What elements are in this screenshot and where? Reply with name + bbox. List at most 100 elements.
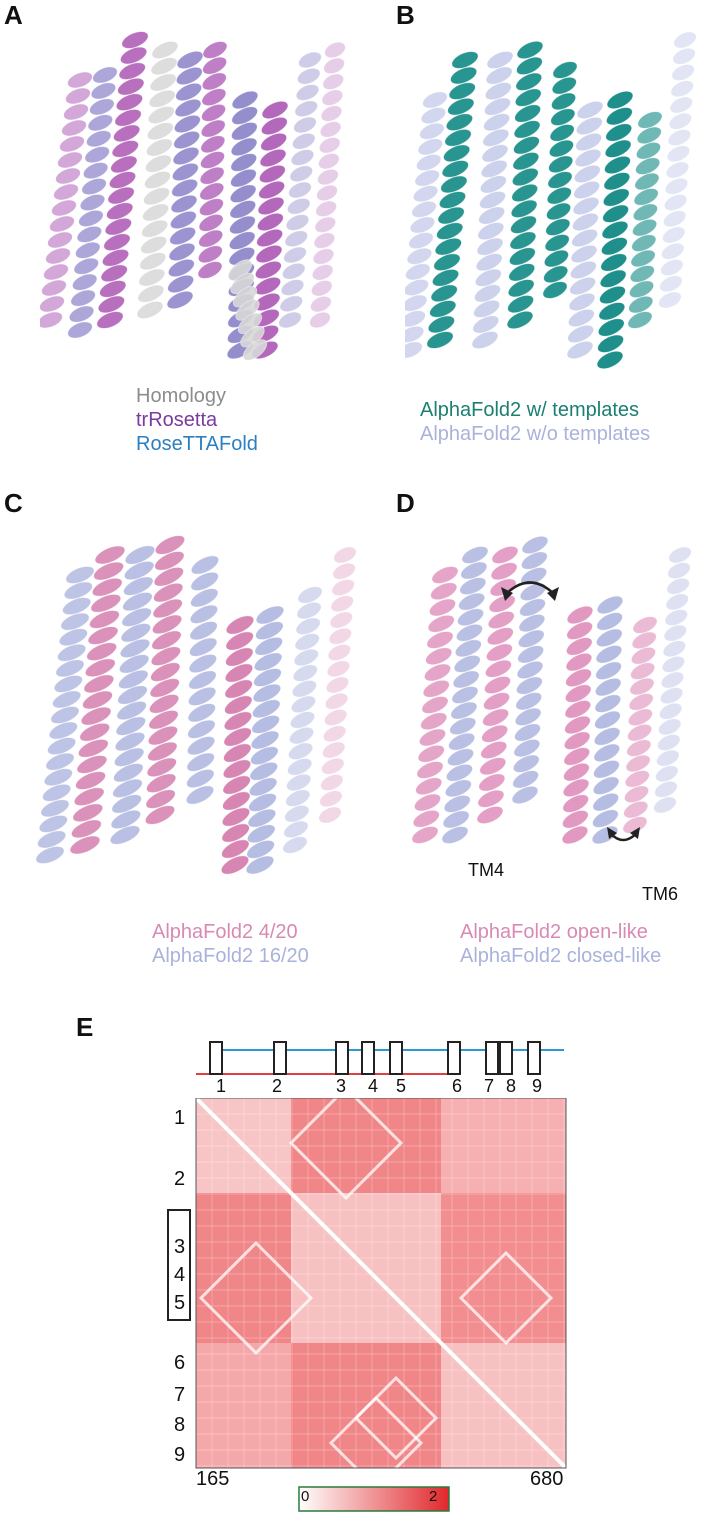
structure-panel-a bbox=[40, 31, 346, 361]
tm-top-5: 5 bbox=[396, 1076, 407, 1096]
tm-top-1: 1 bbox=[216, 1076, 227, 1096]
topology-tm-box-5 bbox=[389, 1041, 403, 1075]
heatmap-block-6 bbox=[441, 1193, 566, 1343]
tm-left-3: 3 bbox=[174, 1236, 186, 1258]
arrowhead-bottom-left bbox=[607, 827, 617, 839]
tm-left-8: 8 bbox=[174, 1414, 186, 1436]
struct-C-helix-1 bbox=[35, 566, 95, 864]
panel-letter-b: B bbox=[396, 0, 415, 30]
struct-A-helix-9 bbox=[227, 259, 268, 361]
topology-tm-box-3 bbox=[335, 1041, 349, 1075]
topology-tm-box-2 bbox=[273, 1041, 287, 1075]
struct-A-helix-6 bbox=[197, 41, 228, 279]
tm-left-6: 6 bbox=[174, 1352, 186, 1374]
struct-D-helix-7 bbox=[622, 616, 658, 834]
structure-panel-d bbox=[411, 535, 692, 845]
axis-end-label: 680 bbox=[530, 1468, 564, 1490]
legend-b-with-templates: AlphaFold2 w/ templates bbox=[420, 399, 640, 421]
struct-A-helix-4 bbox=[136, 40, 179, 320]
tm-left-4: 4 bbox=[174, 1264, 186, 1286]
panel-letter-a: A bbox=[4, 0, 23, 30]
struct-D-helix-8 bbox=[653, 546, 692, 814]
tm3-5-bracket bbox=[167, 1209, 191, 1321]
tm-top-9: 9 bbox=[532, 1076, 543, 1096]
label-tm4: TM4 bbox=[468, 860, 504, 880]
legend-a-homology: Homology bbox=[136, 385, 227, 407]
legend-b-without-templates: AlphaFold2 w/o templates bbox=[420, 423, 651, 445]
topology-tm-box-1 bbox=[209, 1041, 223, 1075]
heatmap-contact-pattern-3 bbox=[328, 1395, 424, 1470]
colorbar-gradient bbox=[298, 1486, 450, 1512]
tm-top-6: 6 bbox=[452, 1076, 463, 1096]
panel-letter-c: C bbox=[4, 488, 23, 518]
arrowhead-top-left bbox=[501, 587, 513, 601]
heatmap-block-8 bbox=[196, 1343, 291, 1468]
struct-D-helix-3 bbox=[476, 545, 519, 825]
tm-left-2: 2 bbox=[174, 1168, 186, 1190]
struct-D-helix-5 bbox=[561, 605, 594, 845]
tm-top-4: 4 bbox=[368, 1076, 379, 1096]
tm-left-5: 5 bbox=[174, 1292, 186, 1314]
struct-C-helix-6 bbox=[220, 615, 255, 875]
legend-a-rosettafold: RoseTTAFold bbox=[136, 433, 258, 455]
legend-d: AlphaFold2 open-like AlphaFold2 closed-l… bbox=[460, 920, 661, 968]
legend-a: Homology trRosetta RoseTTAFold bbox=[136, 384, 258, 456]
colorbar-min-label: 0 bbox=[301, 1488, 310, 1505]
struct-D-helix-4 bbox=[511, 535, 549, 805]
heatmap-contact-pattern-1 bbox=[288, 1098, 404, 1201]
panel-letter-d: D bbox=[396, 488, 415, 518]
struct-A-helix-5 bbox=[166, 50, 204, 310]
struct-D-helix-1 bbox=[411, 566, 459, 844]
struct-A-helix-1 bbox=[40, 71, 93, 329]
topology-tm-box-8 bbox=[499, 1041, 513, 1075]
tm-top-2: 2 bbox=[272, 1076, 283, 1096]
colorbar bbox=[298, 1486, 450, 1512]
topology-tm-box-7 bbox=[485, 1041, 499, 1075]
struct-C-helix-7 bbox=[245, 605, 285, 875]
struct-B-helix-4 bbox=[506, 40, 544, 330]
label-tm6: TM6 bbox=[642, 884, 678, 904]
distance-heatmap bbox=[167, 1098, 568, 1470]
struct-A-helix-3 bbox=[96, 31, 149, 329]
heatmap-contact-pattern-2 bbox=[198, 1240, 314, 1356]
struct-B-helix-7 bbox=[596, 90, 634, 370]
struct-B-helix-6 bbox=[566, 100, 604, 360]
struct-A-helix-10 bbox=[278, 51, 322, 329]
struct-C-helix-9 bbox=[318, 546, 357, 824]
tm-top-7: 7 bbox=[484, 1076, 495, 1096]
topology-diagram bbox=[196, 1041, 564, 1075]
heatmap-frame bbox=[195, 1098, 567, 1469]
topology-tm-box-9 bbox=[527, 1041, 541, 1075]
topology-tm-box-4 bbox=[361, 1041, 375, 1075]
struct-A-helix-2 bbox=[67, 66, 118, 339]
structure-panel-c bbox=[35, 535, 357, 875]
legend-c-16-of-20: AlphaFold2 16/20 bbox=[152, 945, 309, 967]
tm-top-3: 3 bbox=[336, 1076, 347, 1096]
heatmap-block-5 bbox=[196, 1193, 291, 1343]
struct-C-helix-5 bbox=[185, 555, 220, 805]
struct-D-helix-6 bbox=[591, 595, 624, 845]
axis-start-label: 165 bbox=[196, 1468, 230, 1490]
panel-letter-e: E bbox=[76, 1012, 94, 1042]
heatmap-block-7 bbox=[291, 1343, 441, 1468]
struct-B-helix-3 bbox=[471, 50, 514, 350]
tm-left-9: 9 bbox=[174, 1444, 186, 1466]
struct-C-helix-4 bbox=[144, 535, 186, 825]
legend-d-open-like: AlphaFold2 open-like bbox=[460, 921, 648, 943]
struct-B-helix-2 bbox=[426, 51, 479, 349]
struct-D-helix-2 bbox=[441, 546, 489, 844]
struct-C-helix-8 bbox=[282, 586, 323, 854]
struct-A-helix-11 bbox=[309, 41, 346, 329]
colorbar-max-label: 2 bbox=[429, 1488, 438, 1505]
topology-tm-box-6 bbox=[447, 1041, 461, 1075]
tm-left-7: 7 bbox=[174, 1384, 186, 1406]
legend-c-4-of-20: AlphaFold2 4/20 bbox=[152, 921, 298, 943]
tm-top-8: 8 bbox=[506, 1076, 517, 1096]
heatmap-block-9 bbox=[441, 1098, 566, 1193]
legend-b: AlphaFold2 w/ templates AlphaFold2 w/o t… bbox=[420, 398, 650, 446]
structure-panel-b bbox=[405, 31, 697, 370]
heatmap-contact-pattern-5 bbox=[353, 1375, 439, 1461]
legend-a-trrosetta: trRosetta bbox=[136, 409, 218, 431]
tm-left-1: 1 bbox=[174, 1107, 186, 1129]
heatmap-contact-pattern-4 bbox=[458, 1250, 554, 1346]
